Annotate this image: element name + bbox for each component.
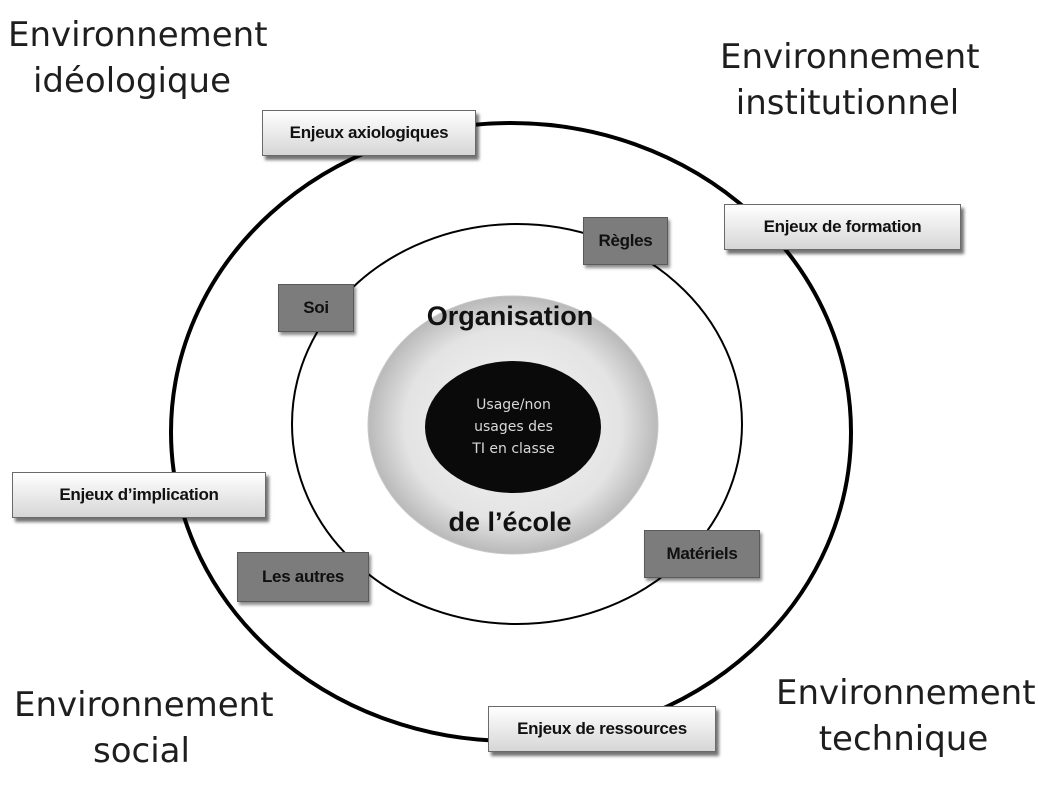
env-institutionnel-line1: Environnement [720, 37, 980, 77]
env-technique-line2: technique [818, 719, 989, 759]
env-social: Environnement social [14, 682, 274, 774]
env-institutionnel-line2: institutionnel [735, 83, 960, 123]
label-les-autres: Les autres [237, 552, 369, 602]
core-line-3: TI en classe [472, 441, 555, 457]
env-institutionnel: Environnement institutionnel [720, 34, 980, 126]
inner-ring [291, 223, 743, 625]
label-materiels: Matériels [644, 530, 760, 578]
core-line-1: Usage/non [476, 397, 551, 413]
label-enjeux-formation: Enjeux de formation [724, 204, 961, 250]
center-title-top: Organisation [426, 301, 594, 331]
env-ideologique-line1: Environnement [8, 15, 268, 55]
env-technique: Environnement technique [776, 670, 1036, 762]
env-ideologique-line2: idéologique [32, 61, 232, 101]
label-enjeux-axiologiques: Enjeux axiologiques [262, 110, 476, 156]
label-soi: Soi [278, 284, 354, 332]
env-ideologique: Environnement idéologique [8, 12, 268, 104]
env-technique-line1: Environnement [776, 673, 1036, 713]
label-enjeux-ressources: Enjeux de ressources [488, 706, 716, 752]
core-text: Usage/non usages des TI en classe [427, 362, 600, 492]
core-ellipse [425, 361, 601, 493]
center-title-bottom: de l’école [448, 507, 572, 537]
env-social-line1: Environnement [14, 685, 274, 725]
env-social-line2: social [93, 731, 190, 771]
core-line-2: usages des [474, 419, 553, 435]
label-enjeux-implication: Enjeux d’implication [12, 472, 266, 518]
label-regles: Règles [583, 217, 668, 265]
